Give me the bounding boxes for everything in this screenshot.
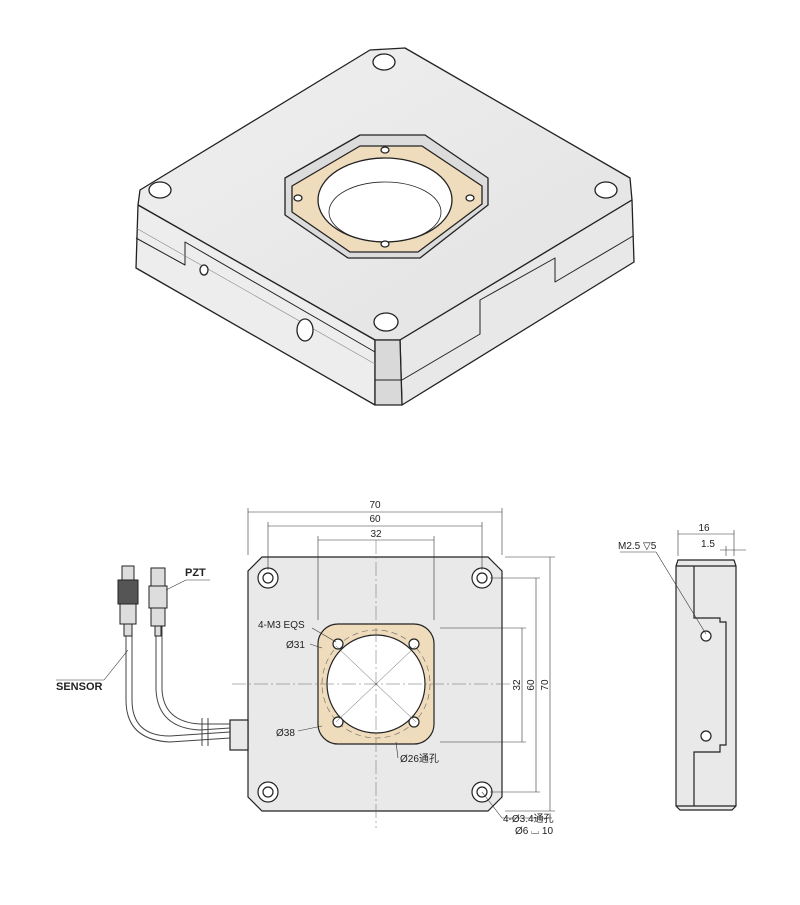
mount-hole-bl (257, 781, 279, 803)
cable-connector-block (229, 719, 249, 751)
corner-hole-front (373, 312, 399, 332)
corner-hole-back (372, 53, 396, 71)
mount-hole-tr (471, 567, 493, 589)
pzt-connector (148, 567, 168, 637)
side-body (675, 559, 737, 811)
ring-tapped-hole (332, 638, 344, 650)
label-bore: Ø26通孔 (400, 753, 439, 765)
dim-width-60: 60 (369, 514, 381, 525)
stage-corner-chamfer (374, 339, 403, 406)
side-dim-thickness: 16 (698, 523, 710, 534)
side-view (675, 559, 737, 811)
corner-hole-left (148, 181, 172, 199)
side-thread-hole (700, 730, 712, 742)
sensor-label: SENSOR (56, 681, 103, 693)
sensor-connector (117, 565, 139, 637)
ring-hole (293, 194, 303, 202)
label-ring-od: Ø38 (276, 728, 295, 739)
label-tapped-holes: 4-M3 EQS (258, 620, 305, 631)
ring-tapped-hole (408, 716, 420, 728)
side-dimensions (620, 530, 746, 635)
cables (125, 600, 231, 746)
pzt-label: PZT (185, 567, 206, 579)
front-dimensions (247, 508, 555, 819)
side-port-large (296, 318, 314, 342)
dim-height-70: 70 (540, 679, 551, 691)
side-thread-hole (700, 630, 712, 642)
label-counterbore: Ø6 ⌴ 10 (515, 826, 553, 837)
corner-hole-right (594, 181, 618, 199)
dim-width-32: 32 (370, 529, 382, 540)
label-mount-holes: 4-Ø3.4通孔 (503, 813, 554, 825)
side-thread-label: M2.5 ▽5 (618, 541, 657, 552)
dim-height-60: 60 (526, 679, 537, 691)
isometric-view (135, 47, 635, 406)
dim-width-70: 70 (369, 500, 381, 511)
center-bore (317, 157, 453, 243)
ring-hole (380, 146, 390, 154)
side-port-small (199, 264, 209, 276)
label-bolt-circle: Ø31 (286, 640, 305, 651)
ring-tapped-hole (408, 638, 420, 650)
side-dim-offset: 1.5 (701, 539, 715, 550)
front-dimension-text: 70 60 32 32 60 70 4-M3 EQS Ø31 Ø38 Ø26通孔… (258, 500, 554, 837)
mount-hole-tl (257, 567, 279, 589)
front-view (229, 540, 520, 828)
ring-hole (465, 194, 475, 202)
ring-hole (380, 240, 390, 248)
ring-tapped-hole (332, 716, 344, 728)
dim-height-32: 32 (512, 679, 523, 691)
